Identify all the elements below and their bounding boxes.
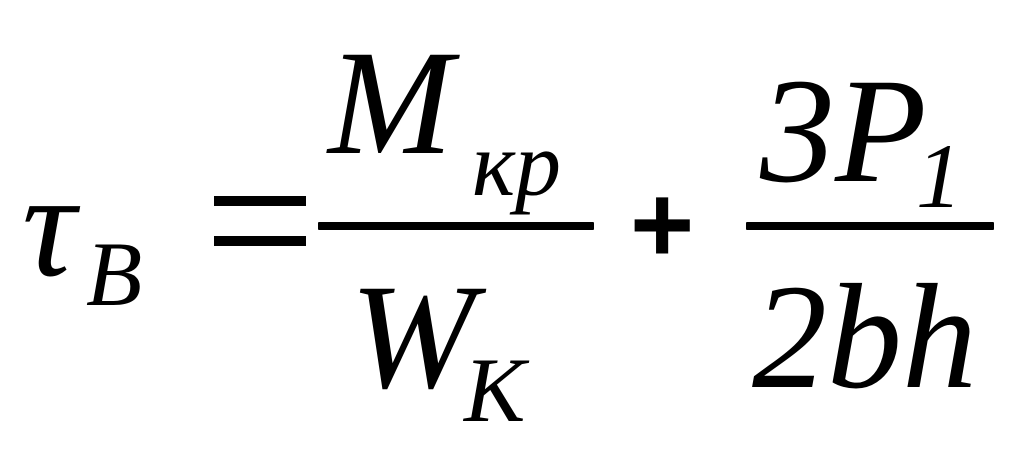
denominator-subscript: K: [464, 339, 526, 441]
denominator-modulus: W: [350, 254, 475, 420]
numerator-moment: M: [328, 20, 453, 186]
numerator-subscript: кр: [472, 113, 562, 215]
fraction-bar-1: [318, 222, 594, 230]
numerator-force: 3P: [760, 48, 927, 214]
lhs-subscript: B: [86, 223, 143, 325]
plus-sign: +: [630, 163, 695, 286]
lhs-tau: τ: [22, 142, 76, 308]
numerator-force-subscript: 1: [916, 125, 962, 227]
denominator-section: 2bh: [752, 254, 977, 420]
fraction-bar-2: [746, 222, 994, 230]
